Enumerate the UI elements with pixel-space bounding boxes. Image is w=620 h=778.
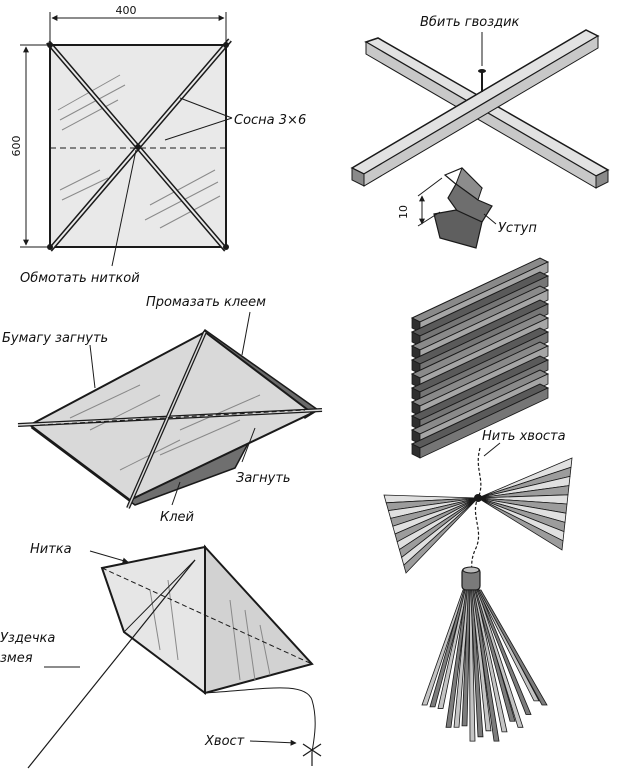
pleated-paper-figure <box>410 257 550 459</box>
kite-paper-figure: Промазать клеем Бумагу загнуть Загнуть К… <box>2 295 323 525</box>
tail-figure: Нить хвоста <box>383 429 573 742</box>
wrap-label: Обмотать ниткой <box>20 271 140 286</box>
tail-label: Хвост <box>204 734 245 749</box>
height-label: 600 <box>10 136 23 157</box>
step-label: Уступ <box>498 221 537 236</box>
nail-label: Вбить гвоздик <box>420 15 520 30</box>
width-label: 400 <box>116 4 137 17</box>
kite-frame-figure: 400 600 Сосна 3×6 Обмотать ниткой <box>10 4 306 286</box>
glue-coat-label: Промазать клеем <box>146 295 266 310</box>
kite-flying-left-face <box>100 545 206 696</box>
fold-paper-label: Бумагу загнуть <box>2 331 108 346</box>
pine-label: Сосна 3×6 <box>234 113 306 128</box>
glue-label: Клей <box>160 510 194 525</box>
kite-tail <box>204 687 316 753</box>
bridle-label-line1: Уздечка <box>0 631 55 646</box>
step-dim-label: 10 <box>397 205 410 219</box>
tail-bow-icon <box>302 743 322 766</box>
fold-label: Загнуть <box>236 471 291 486</box>
tail-thread <box>471 447 482 576</box>
tail-thread-label: Нить хвоста <box>482 429 566 444</box>
tail-tassel <box>421 566 548 742</box>
bridle-string <box>27 559 196 769</box>
cross-joint-figure: Вбить гвоздик 10 Уступ <box>350 15 610 249</box>
kite-flying-right-face <box>204 544 314 695</box>
tail-bow-left <box>383 494 479 574</box>
tail-bow-right <box>477 457 573 551</box>
thread-label: Нитка <box>30 542 72 557</box>
kite-flying-figure: Нитка Уздечка змея Хвост <box>0 542 322 769</box>
step-notch-detail <box>433 167 493 249</box>
nail-icon <box>478 69 486 92</box>
bridle-label-line2: змея <box>0 651 33 666</box>
